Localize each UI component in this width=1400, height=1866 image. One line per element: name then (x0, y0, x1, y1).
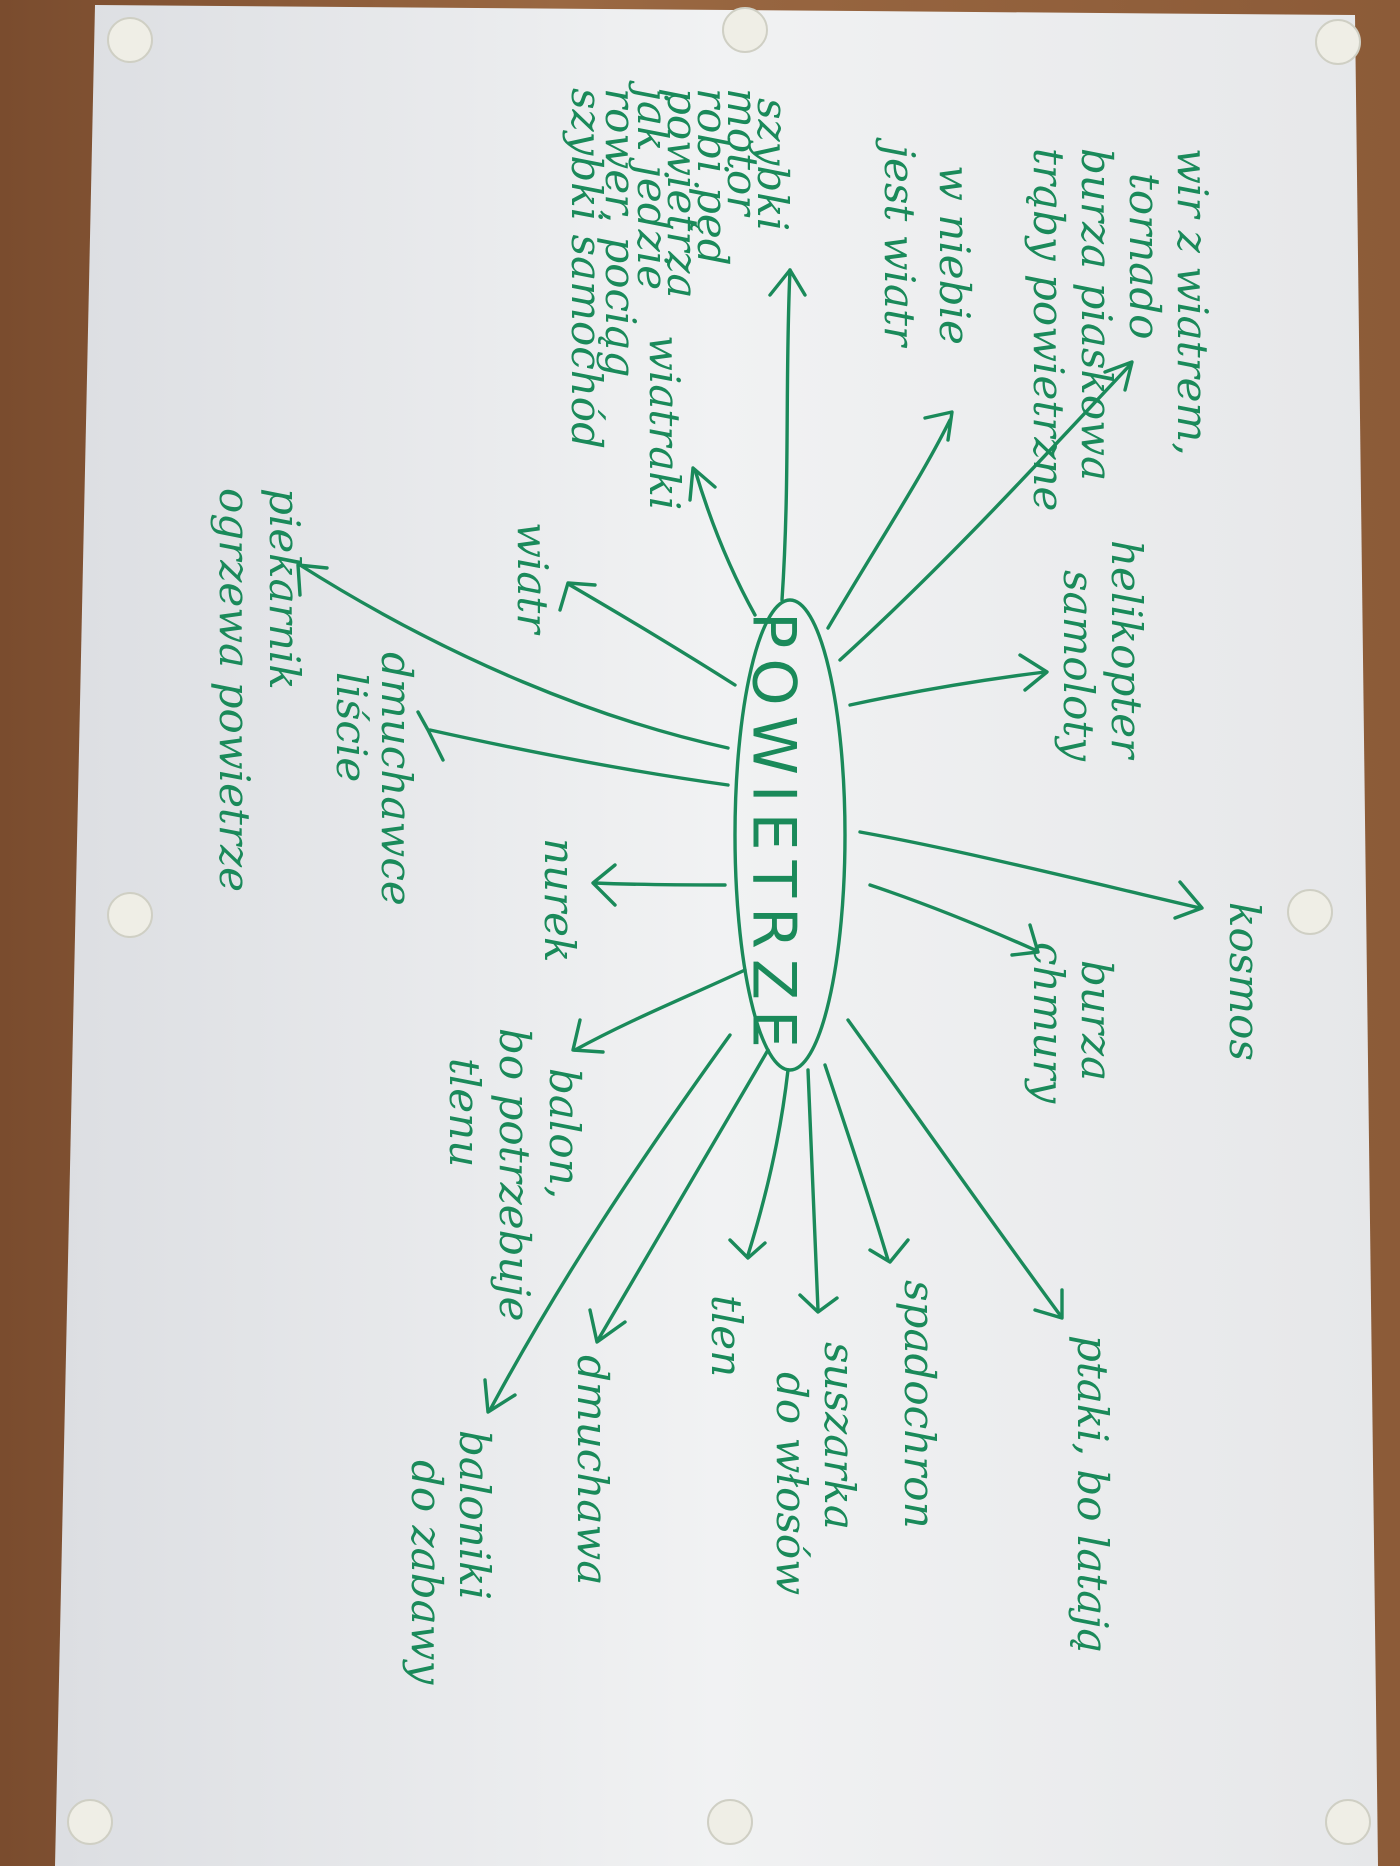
svg-text:rower, pociąg: rower, pociąg (596, 88, 645, 377)
svg-text:dmuchawa: dmuchawa (568, 1355, 617, 1585)
node-nurek: nurek (535, 838, 584, 962)
svg-text:spadochron: spadochron (895, 1280, 944, 1529)
node-piekarnik: piekarnik ogrzewa powietrze (210, 488, 309, 892)
node-tlen: tlen (702, 1295, 751, 1377)
svg-text:ogrzewa powietrze: ogrzewa powietrze (210, 488, 259, 892)
svg-text:bo potrzebuje: bo potrzebuje (490, 1028, 539, 1321)
center-label: POWIETRZE (738, 612, 808, 1058)
svg-text:szybki: szybki (748, 98, 797, 231)
svg-text:liście: liście (327, 672, 376, 782)
node-spadochron: spadochron (895, 1280, 944, 1529)
node-wiatraki: wiatraki (640, 335, 689, 510)
svg-text:balon,: balon, (540, 1068, 589, 1199)
svg-text:wiatraki: wiatraki (640, 335, 689, 510)
svg-text:kosmos: kosmos (1220, 902, 1269, 1061)
magnets (67, 7, 1371, 1845)
node-niebo: w niebie jest wiatr (875, 137, 979, 349)
node-baloniki: baloniki do zabawy (402, 1430, 499, 1686)
center-ellipse (733, 598, 847, 1072)
svg-text:do zabawy: do zabawy (402, 1460, 451, 1686)
svg-text:burza: burza (1072, 960, 1121, 1081)
svg-text:wir z wiatrem,: wir z wiatrem, (1168, 148, 1217, 456)
svg-text:chmury: chmury (1024, 942, 1073, 1105)
svg-text:baloniki: baloniki (450, 1430, 499, 1600)
node-helikopter: helikopter samoloty (1054, 540, 1151, 762)
svg-text:szybki samochód: szybki samochód (562, 88, 611, 449)
node-dmuchawce: dmuchawce liście (327, 652, 421, 906)
svg-text:dmuchawce: dmuchawce (372, 652, 421, 906)
node-kosmos: kosmos (1220, 902, 1269, 1061)
svg-text:robi pęd: robi pęd (688, 88, 737, 266)
node-szybki: szybki motor robi pęd powietrza jak jedz… (562, 80, 797, 449)
svg-text:trąby powietrzne: trąby powietrzne (1024, 148, 1073, 511)
svg-text:tlen: tlen (702, 1295, 751, 1377)
svg-text:burza piaskowa: burza piaskowa (1072, 148, 1121, 481)
svg-text:ptaki, bo latają: ptaki, bo latają (1068, 1335, 1117, 1653)
svg-text:jest wiatr: jest wiatr (875, 137, 924, 349)
svg-text:suszarka: suszarka (815, 1342, 864, 1530)
svg-text:tlenu: tlenu (440, 1058, 489, 1167)
node-burza: burza chmury (1024, 942, 1121, 1105)
node-balon: balon, bo potrzebuje tlenu (440, 1028, 589, 1321)
arrows (296, 268, 1204, 1414)
svg-text:piekarnik: piekarnik (260, 488, 309, 690)
svg-text:do włosów: do włosów (767, 1372, 816, 1595)
svg-text:samoloty: samoloty (1054, 570, 1103, 762)
svg-text:jak jedzie: jak jedzie (628, 80, 677, 290)
node-dmuchawa: dmuchawa (568, 1355, 617, 1585)
node-wiatr: wiatr (508, 522, 557, 636)
svg-text:tornado: tornado (1120, 173, 1169, 340)
svg-text:powietrza: powietrza (658, 88, 707, 299)
node-suszarka: suszarka do włosów (767, 1342, 864, 1595)
poster-sheet (55, 5, 1378, 1866)
svg-text:helikopter: helikopter (1102, 540, 1151, 761)
svg-text:wiatr: wiatr (508, 522, 557, 636)
svg-text:w niebie: w niebie (930, 165, 979, 345)
node-ptaki: ptaki, bo latają (1068, 1335, 1117, 1653)
svg-text:motor: motor (718, 88, 767, 218)
svg-text:nurek: nurek (535, 838, 584, 962)
node-wir: wir z wiatrem, tornado burza piaskowa tr… (1024, 148, 1217, 511)
